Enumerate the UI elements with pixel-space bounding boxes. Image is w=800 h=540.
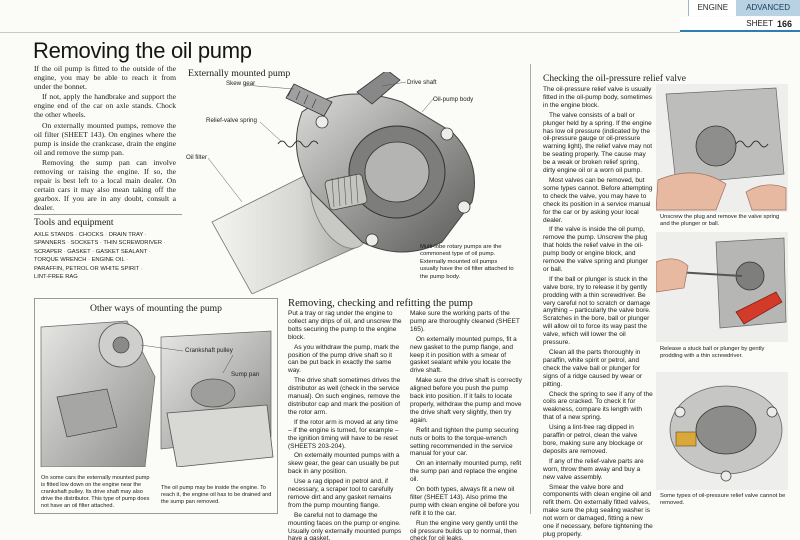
section-tag: ENGINE — [688, 0, 737, 16]
intro-paragraph: On externally mounted pumps, remove the … — [34, 120, 176, 157]
removing-paragraph: Be careful not to damage the mounting fa… — [288, 511, 402, 540]
tools-heading: Tools and equipment — [34, 214, 182, 228]
tool-item: Engine oil — [92, 257, 129, 263]
header-tags: ENGINE ADVANCED — [688, 0, 800, 16]
tool-item: Lint-free rag — [34, 274, 78, 281]
top-rule — [0, 32, 680, 33]
removing-title: Removing, checking and refitting the pum… — [288, 298, 473, 309]
relief-valve-fixed-illustration — [656, 372, 788, 490]
other-mounting-caption-b: The oil pump may be inside the engine. T… — [161, 485, 272, 505]
removing-paragraph: On externally mounted pumps, fit a new g… — [410, 335, 517, 375]
tool-item: Thin screwdriver — [103, 240, 165, 246]
removing-column-a: Put a tray or rag under the engine to co… — [288, 310, 402, 540]
removing-column-b: Make sure the working parts of the pump … — [410, 310, 522, 540]
relief-paragraph: Using a lint-free rag dipped in paraffin… — [543, 424, 643, 455]
relief-paragraph: Clean all the parts thoroughly in paraff… — [543, 349, 642, 388]
label-sump-pan: Sump pan — [231, 371, 260, 378]
other-mounting-box: Other ways of mounting the pump Cranksha… — [34, 298, 278, 514]
relief-paragraph: If the valve is inside the oil pump, rem… — [543, 226, 649, 273]
tool-item: Sockets — [71, 240, 102, 246]
label-drive-shaft: Drive shaft — [407, 79, 437, 86]
intro-paragraph: If the oil pump is fitted to the outside… — [34, 64, 176, 92]
removing-paragraph: Run the engine very gently until the oil… — [410, 519, 518, 540]
intro-paragraph: Removing the sump pan can involve removi… — [34, 157, 176, 213]
page-title: Removing the oil pump — [33, 38, 252, 63]
relief-valve-text: The oil-pressure relief valve is usually… — [543, 86, 653, 540]
external-pump-caption: Multi-lobe rotary pumps are the commones… — [420, 244, 514, 280]
removing-paragraph: Make sure the working parts of the pump … — [410, 310, 520, 333]
label-oil-pump-body: Oil-pump body — [433, 96, 474, 103]
relief-paragraph: The valve consists of a ball or plunger … — [543, 111, 653, 175]
other-mounting-illustration — [40, 320, 274, 467]
other-mounting-caption-a: On some cars the externally mounted pump… — [41, 475, 150, 509]
tool-item: Gasket — [67, 249, 94, 255]
intro-text: If the oil pump is fitted to the outside… — [34, 64, 176, 214]
sheet-number: SHEET 166 — [680, 17, 800, 32]
tool-item: Axle stands — [34, 232, 77, 238]
tool-item: Gasket sealant — [96, 249, 151, 255]
relief-valve-caption-2: Release a stuck ball or plunger by gentl… — [660, 346, 765, 360]
removing-paragraph: If the rotor arm is moved at any time – … — [288, 418, 399, 450]
sheet-label: SHEET — [746, 19, 773, 28]
relief-paragraph: Most valves can be removed, but some typ… — [543, 176, 653, 224]
removing-paragraph: On an internally mounted pump, refit the… — [410, 460, 522, 484]
tools-box: Tools and equipment Axle stands Chocks D… — [34, 214, 182, 281]
label-skew-gear: Skew gear — [226, 80, 256, 87]
label-crankshaft-pulley: Crankshaft pulley — [185, 347, 233, 354]
relief-valve-unscrew-illustration — [656, 84, 788, 212]
relief-paragraph: The oil-pressure relief valve is usually… — [543, 86, 652, 109]
relief-valve-caption-3: Some types of oil-pressure relief valve … — [660, 493, 786, 507]
tools-list: Axle stands Chocks Drain tray Spanners S… — [34, 231, 182, 281]
external-pump-title: Externally mounted pump — [188, 68, 291, 79]
label-oil-filter: Oil filter — [186, 154, 207, 161]
column-divider — [530, 64, 531, 514]
sheet-value: 166 — [776, 18, 792, 29]
removing-paragraph: As you withdraw the pump, mark the posit… — [288, 343, 400, 375]
label-relief-valve-spring: Relief-valve spring — [206, 117, 257, 124]
tool-item: Scraper — [34, 249, 66, 255]
relief-paragraph: If the ball or plunger is stuck in the v… — [543, 275, 651, 347]
external-pump-illustration — [207, 72, 475, 294]
removing-paragraph: Put a tray or rag under the engine to co… — [288, 310, 402, 341]
relief-paragraph: Smear the valve bore and components with… — [543, 483, 653, 538]
relief-paragraph: Check the spring to see if any of the co… — [543, 390, 653, 422]
level-tag: ADVANCED — [736, 0, 800, 16]
other-mounting-title: Other ways of mounting the pump — [90, 303, 222, 314]
tool-item: Torque wrench — [34, 257, 90, 263]
removing-paragraph: Refit and tighten the pump securing nuts… — [410, 426, 519, 458]
removing-paragraph: Use a rag dipped in petrol and, if neces… — [288, 478, 394, 509]
relief-paragraph: If any of the relief-valve parts are wor… — [543, 457, 644, 481]
removing-paragraph: The drive shaft sometimes drives the dis… — [288, 377, 401, 416]
removing-paragraph: On externally mounted pumps with a skew … — [288, 452, 400, 476]
relief-valve-title: Checking the oil-pressure relief valve — [543, 74, 686, 84]
tool-item: Paraffin, petrol or white spirit — [34, 266, 143, 272]
removing-paragraph: On both types, always fit a new oil filt… — [410, 486, 520, 517]
tool-item: Drain tray — [109, 232, 147, 238]
tool-item: Spanners — [34, 240, 69, 246]
removing-paragraph: Make sure the drive shaft is correctly a… — [410, 377, 522, 424]
tool-item: Chocks — [79, 232, 107, 238]
intro-paragraph: If not, apply the handbrake and support … — [34, 92, 176, 120]
relief-valve-caption-1: Unscrew the plug and remove the valve sp… — [660, 214, 780, 228]
relief-valve-prod-illustration — [656, 232, 788, 342]
